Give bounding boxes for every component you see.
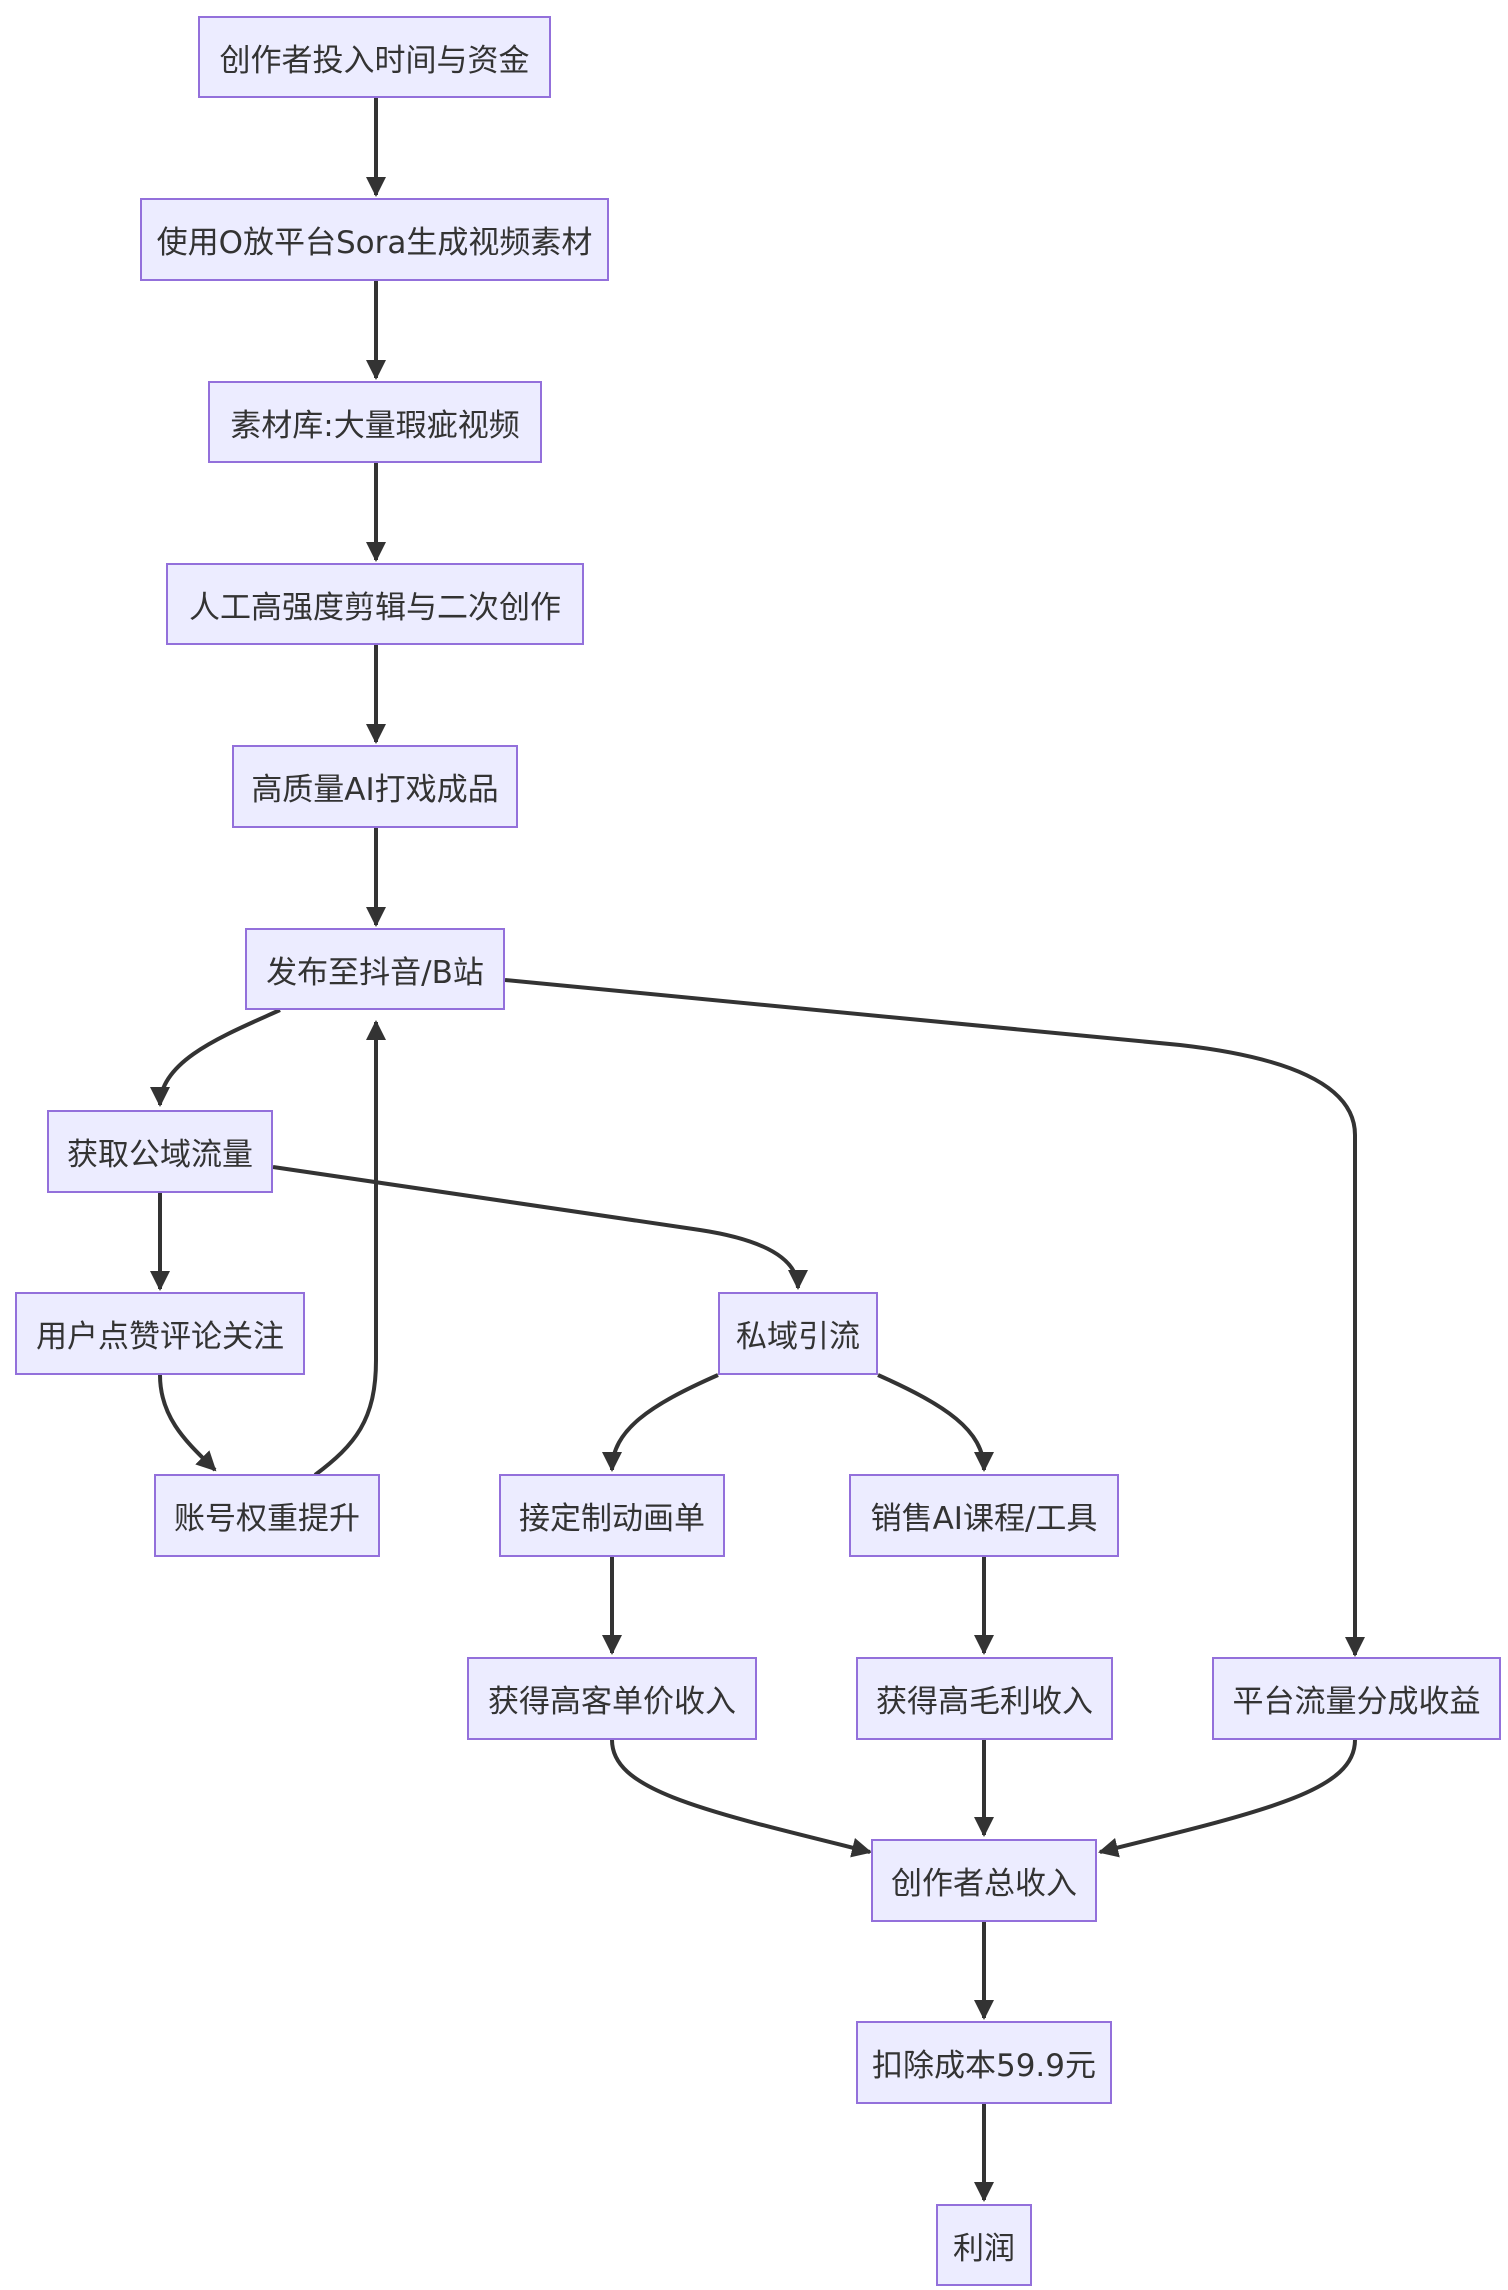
node-profit: 利润	[936, 2204, 1032, 2286]
node-total-income: 创作者总收入	[871, 1839, 1097, 1922]
edge-platform-total	[1098, 1739, 1357, 1858]
node-sell-courses: 销售AI课程/工具	[849, 1474, 1119, 1557]
edge-public-private	[272, 1165, 808, 1290]
node-deduct-cost: 扣除成本59.9元	[856, 2021, 1112, 2104]
edge-engagement-weight	[158, 1374, 217, 1472]
node-invest: 创作者投入时间与资金	[198, 16, 551, 98]
node-edit: 人工高强度剪辑与二次创作	[166, 563, 584, 645]
node-generate: 使用O放平台Sora生成视频素材	[140, 198, 609, 281]
node-private-traffic: 私域引流	[718, 1292, 878, 1375]
node-engagement: 用户点赞评论关注	[15, 1292, 305, 1375]
edge-weight-publish	[313, 1020, 386, 1477]
node-high-price-income: 获得高客单价收入	[467, 1657, 757, 1740]
node-high-margin-income: 获得高毛利收入	[856, 1657, 1113, 1740]
edge-publish-public	[150, 1008, 281, 1107]
node-product: 高质量AI打戏成品	[232, 745, 518, 828]
node-public-traffic: 获取公域流量	[47, 1110, 273, 1193]
edge-publish-platform	[504, 978, 1365, 1657]
edge-highprice-total	[610, 1739, 872, 1858]
node-custom-orders: 接定制动画单	[499, 1474, 725, 1557]
node-platform-share: 平台流量分成收益	[1212, 1657, 1501, 1740]
edge-private-custom	[602, 1373, 719, 1472]
node-library: 素材库:大量瑕疵视频	[208, 381, 542, 463]
node-publish: 发布至抖音/B站	[245, 928, 505, 1010]
edge-private-sell	[877, 1373, 994, 1472]
node-weight: 账号权重提升	[154, 1474, 380, 1557]
